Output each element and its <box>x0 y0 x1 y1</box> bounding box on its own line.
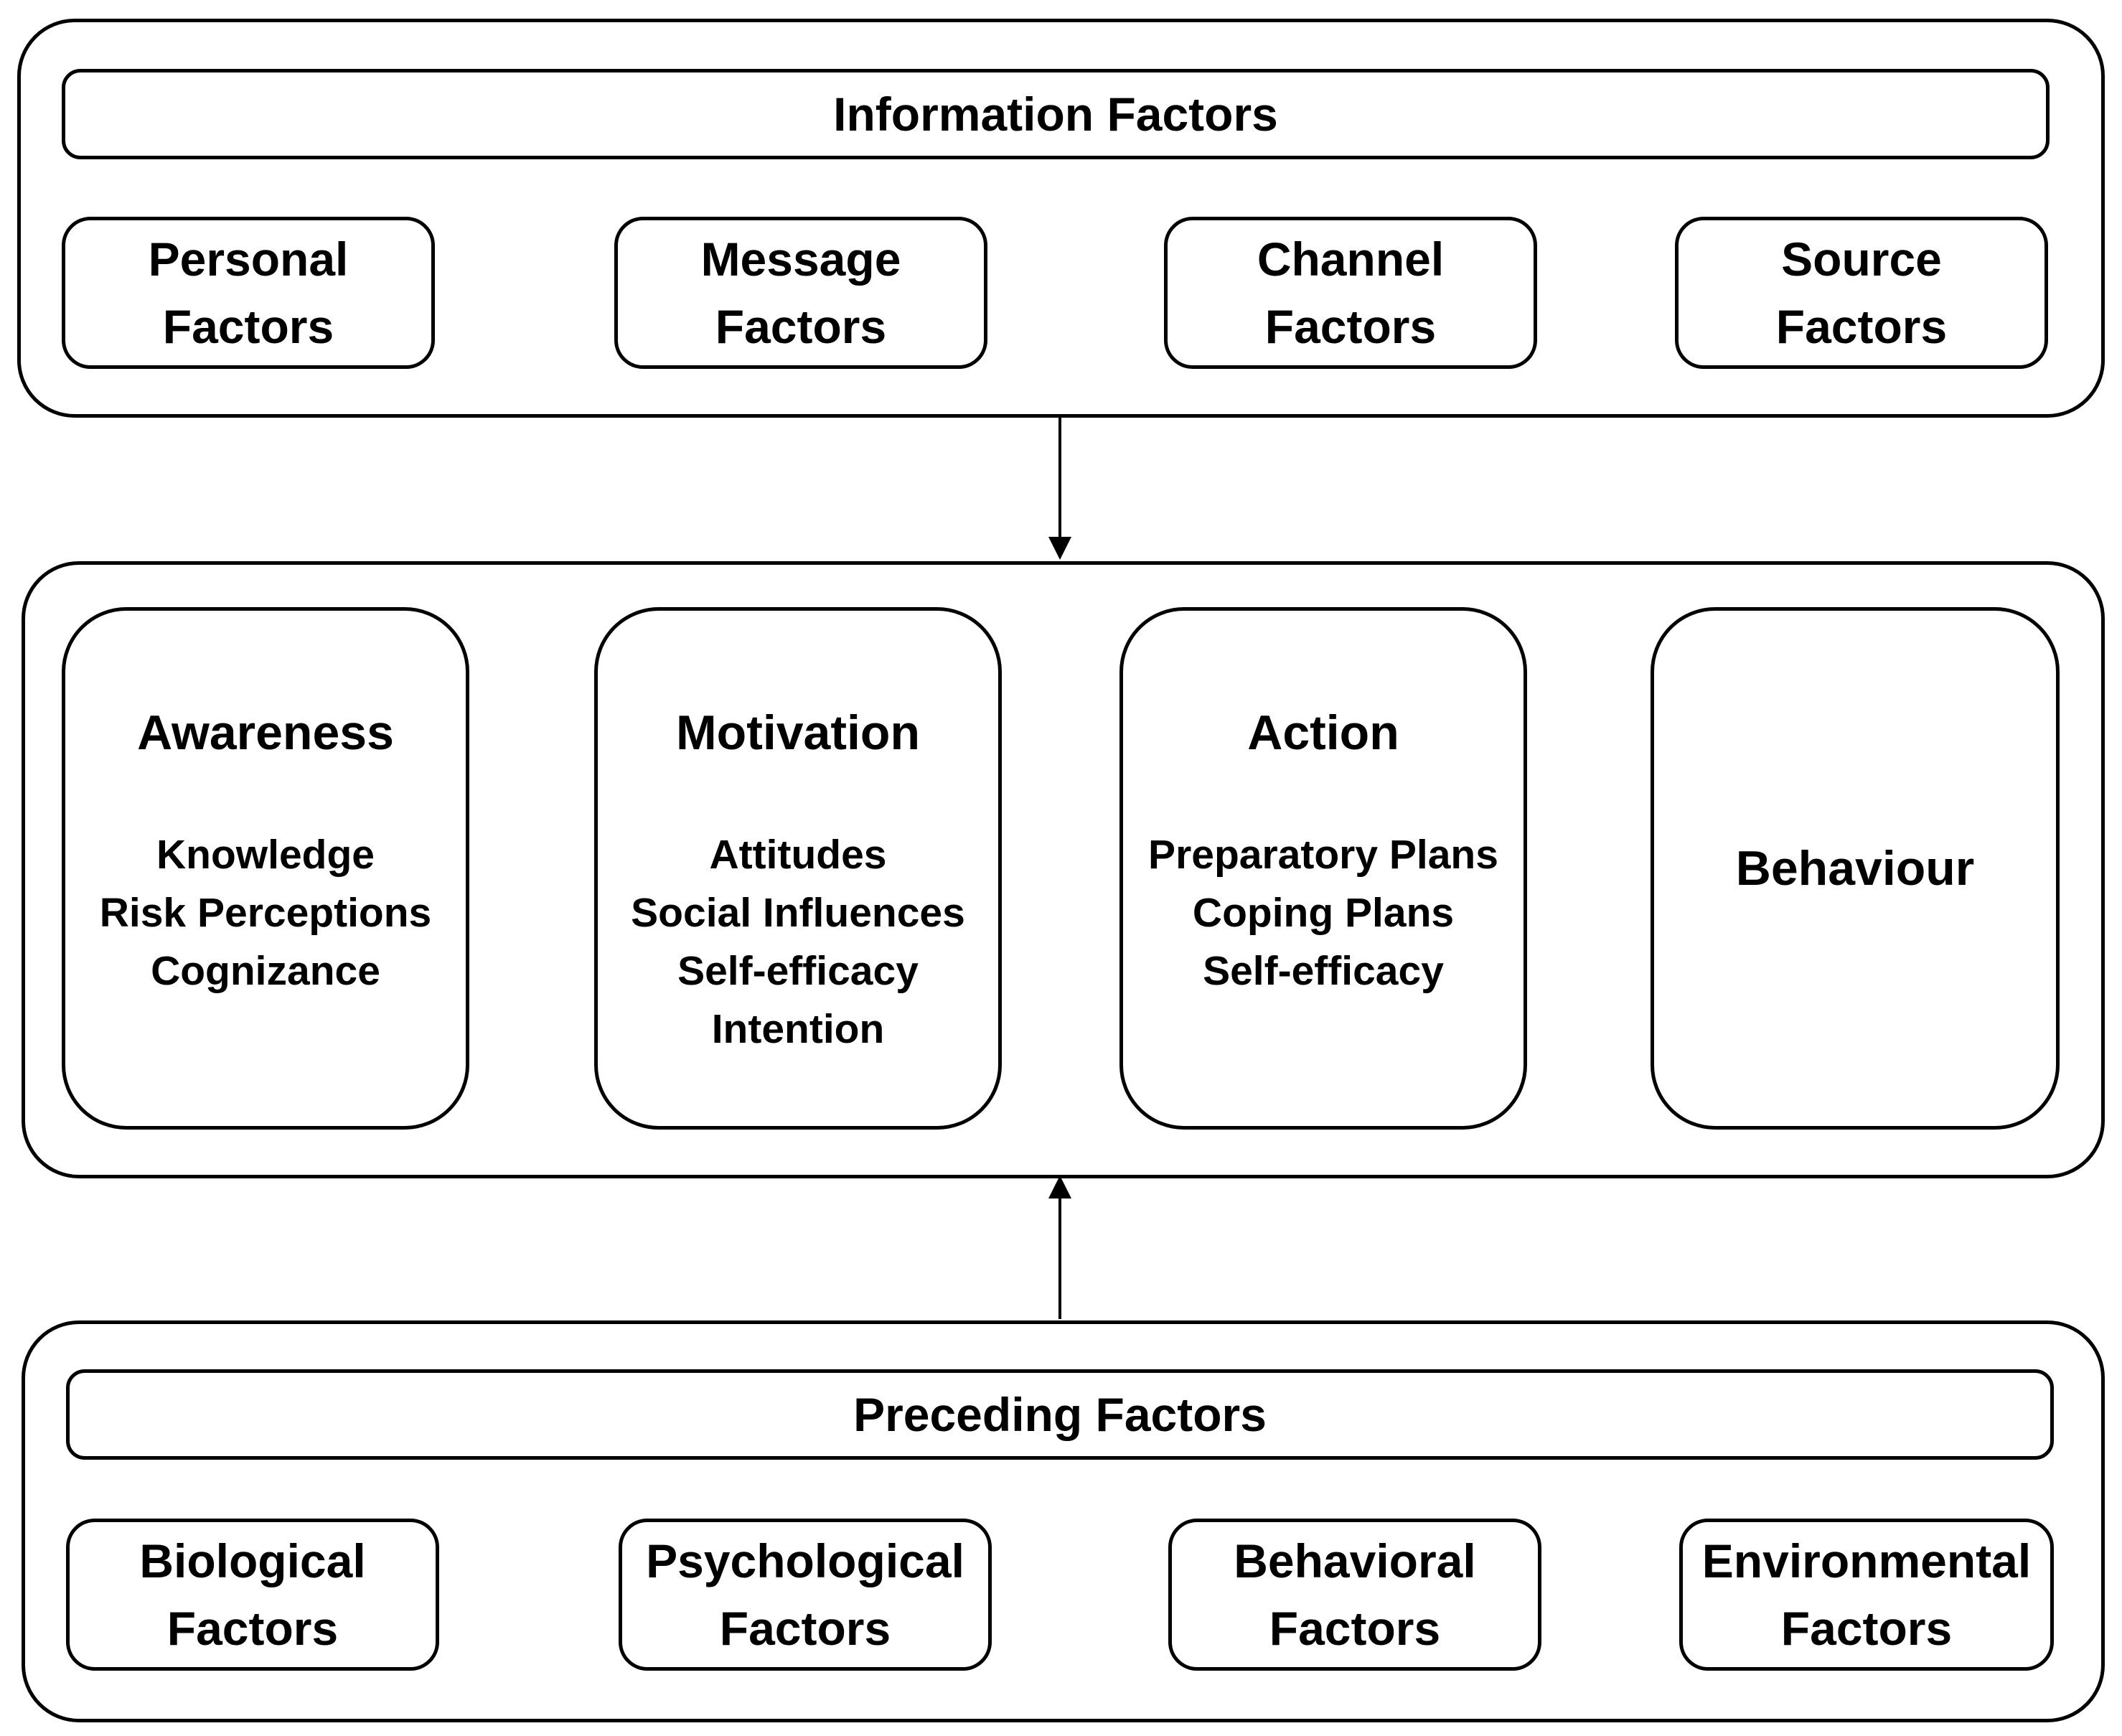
awareness-item: Cognizance <box>151 948 380 994</box>
awareness-items: Knowledge Risk Perceptions Cognizance <box>65 826 466 1000</box>
psychological-factors-line2: Factors <box>719 1602 891 1655</box>
action-item: Coping Plans <box>1192 890 1455 936</box>
motivation-stage: Motivation Attitudes Social Influences S… <box>594 607 1002 1130</box>
information-factors-header: Information Factors <box>62 69 2050 159</box>
motivation-item: Social Influences <box>631 890 965 936</box>
personal-factors-line1: Personal <box>148 233 349 286</box>
arrow-preceding-to-stages <box>1048 1176 1071 1319</box>
psychological-factors-box: Psychological Factors <box>619 1519 992 1671</box>
personal-factors-box: Personal Factors <box>62 217 435 369</box>
motivation-item: Attitudes <box>709 832 887 878</box>
awareness-stage: Awareness Knowledge Risk Perceptions Cog… <box>62 607 469 1130</box>
source-factors-line1: Source <box>1781 233 1942 286</box>
behaviour-title: Behaviour <box>1735 841 1975 896</box>
action-stage: Action Preparatory Plans Coping Plans Se… <box>1119 607 1527 1130</box>
arrow-information-to-stages <box>1048 418 1071 560</box>
psychological-factors-line1: Psychological <box>646 1534 964 1587</box>
biological-factors-box: Biological Factors <box>66 1519 439 1671</box>
motivation-items: Attitudes Social Influences Self-efficac… <box>598 826 998 1059</box>
personal-factors-line2: Factors <box>162 300 334 353</box>
awareness-item: Risk Perceptions <box>99 890 432 936</box>
environmental-factors-line2: Factors <box>1780 1602 1953 1655</box>
motivation-item: Intention <box>711 1006 885 1052</box>
behavioral-factors-box: Behavioral Factors <box>1168 1519 1541 1671</box>
awareness-item: Knowledge <box>156 832 375 878</box>
channel-factors-box: Channel Factors <box>1164 217 1537 369</box>
channel-factors-line2: Factors <box>1264 300 1437 353</box>
environmental-factors-line1: Environmental <box>1701 1534 2032 1587</box>
biological-factors-line1: Biological <box>139 1534 366 1587</box>
environmental-factors-box: Environmental Factors <box>1679 1519 2054 1671</box>
channel-factors-line1: Channel <box>1257 233 1445 286</box>
message-factors-line1: Message <box>700 233 901 286</box>
message-factors-line2: Factors <box>715 300 887 353</box>
source-factors-line2: Factors <box>1775 300 1948 353</box>
preceding-factors-header: Preceding Factors <box>66 1369 2054 1460</box>
action-item: Self-efficacy <box>1203 948 1444 994</box>
awareness-title: Awareness <box>137 705 394 760</box>
motivation-item: Self-efficacy <box>677 948 919 994</box>
action-title: Action <box>1247 705 1399 760</box>
motivation-title: Motivation <box>676 705 920 760</box>
action-item: Preparatory Plans <box>1148 832 1498 878</box>
behavioral-factors-line2: Factors <box>1269 1602 1441 1655</box>
behaviour-stage: Behaviour <box>1651 607 2060 1130</box>
message-factors-box: Message Factors <box>614 217 987 369</box>
source-factors-box: Source Factors <box>1675 217 2048 369</box>
biological-factors-line2: Factors <box>166 1602 339 1655</box>
behavioral-factors-line1: Behavioral <box>1234 1534 1476 1587</box>
action-items: Preparatory Plans Coping Plans Self-effi… <box>1123 826 1524 1000</box>
